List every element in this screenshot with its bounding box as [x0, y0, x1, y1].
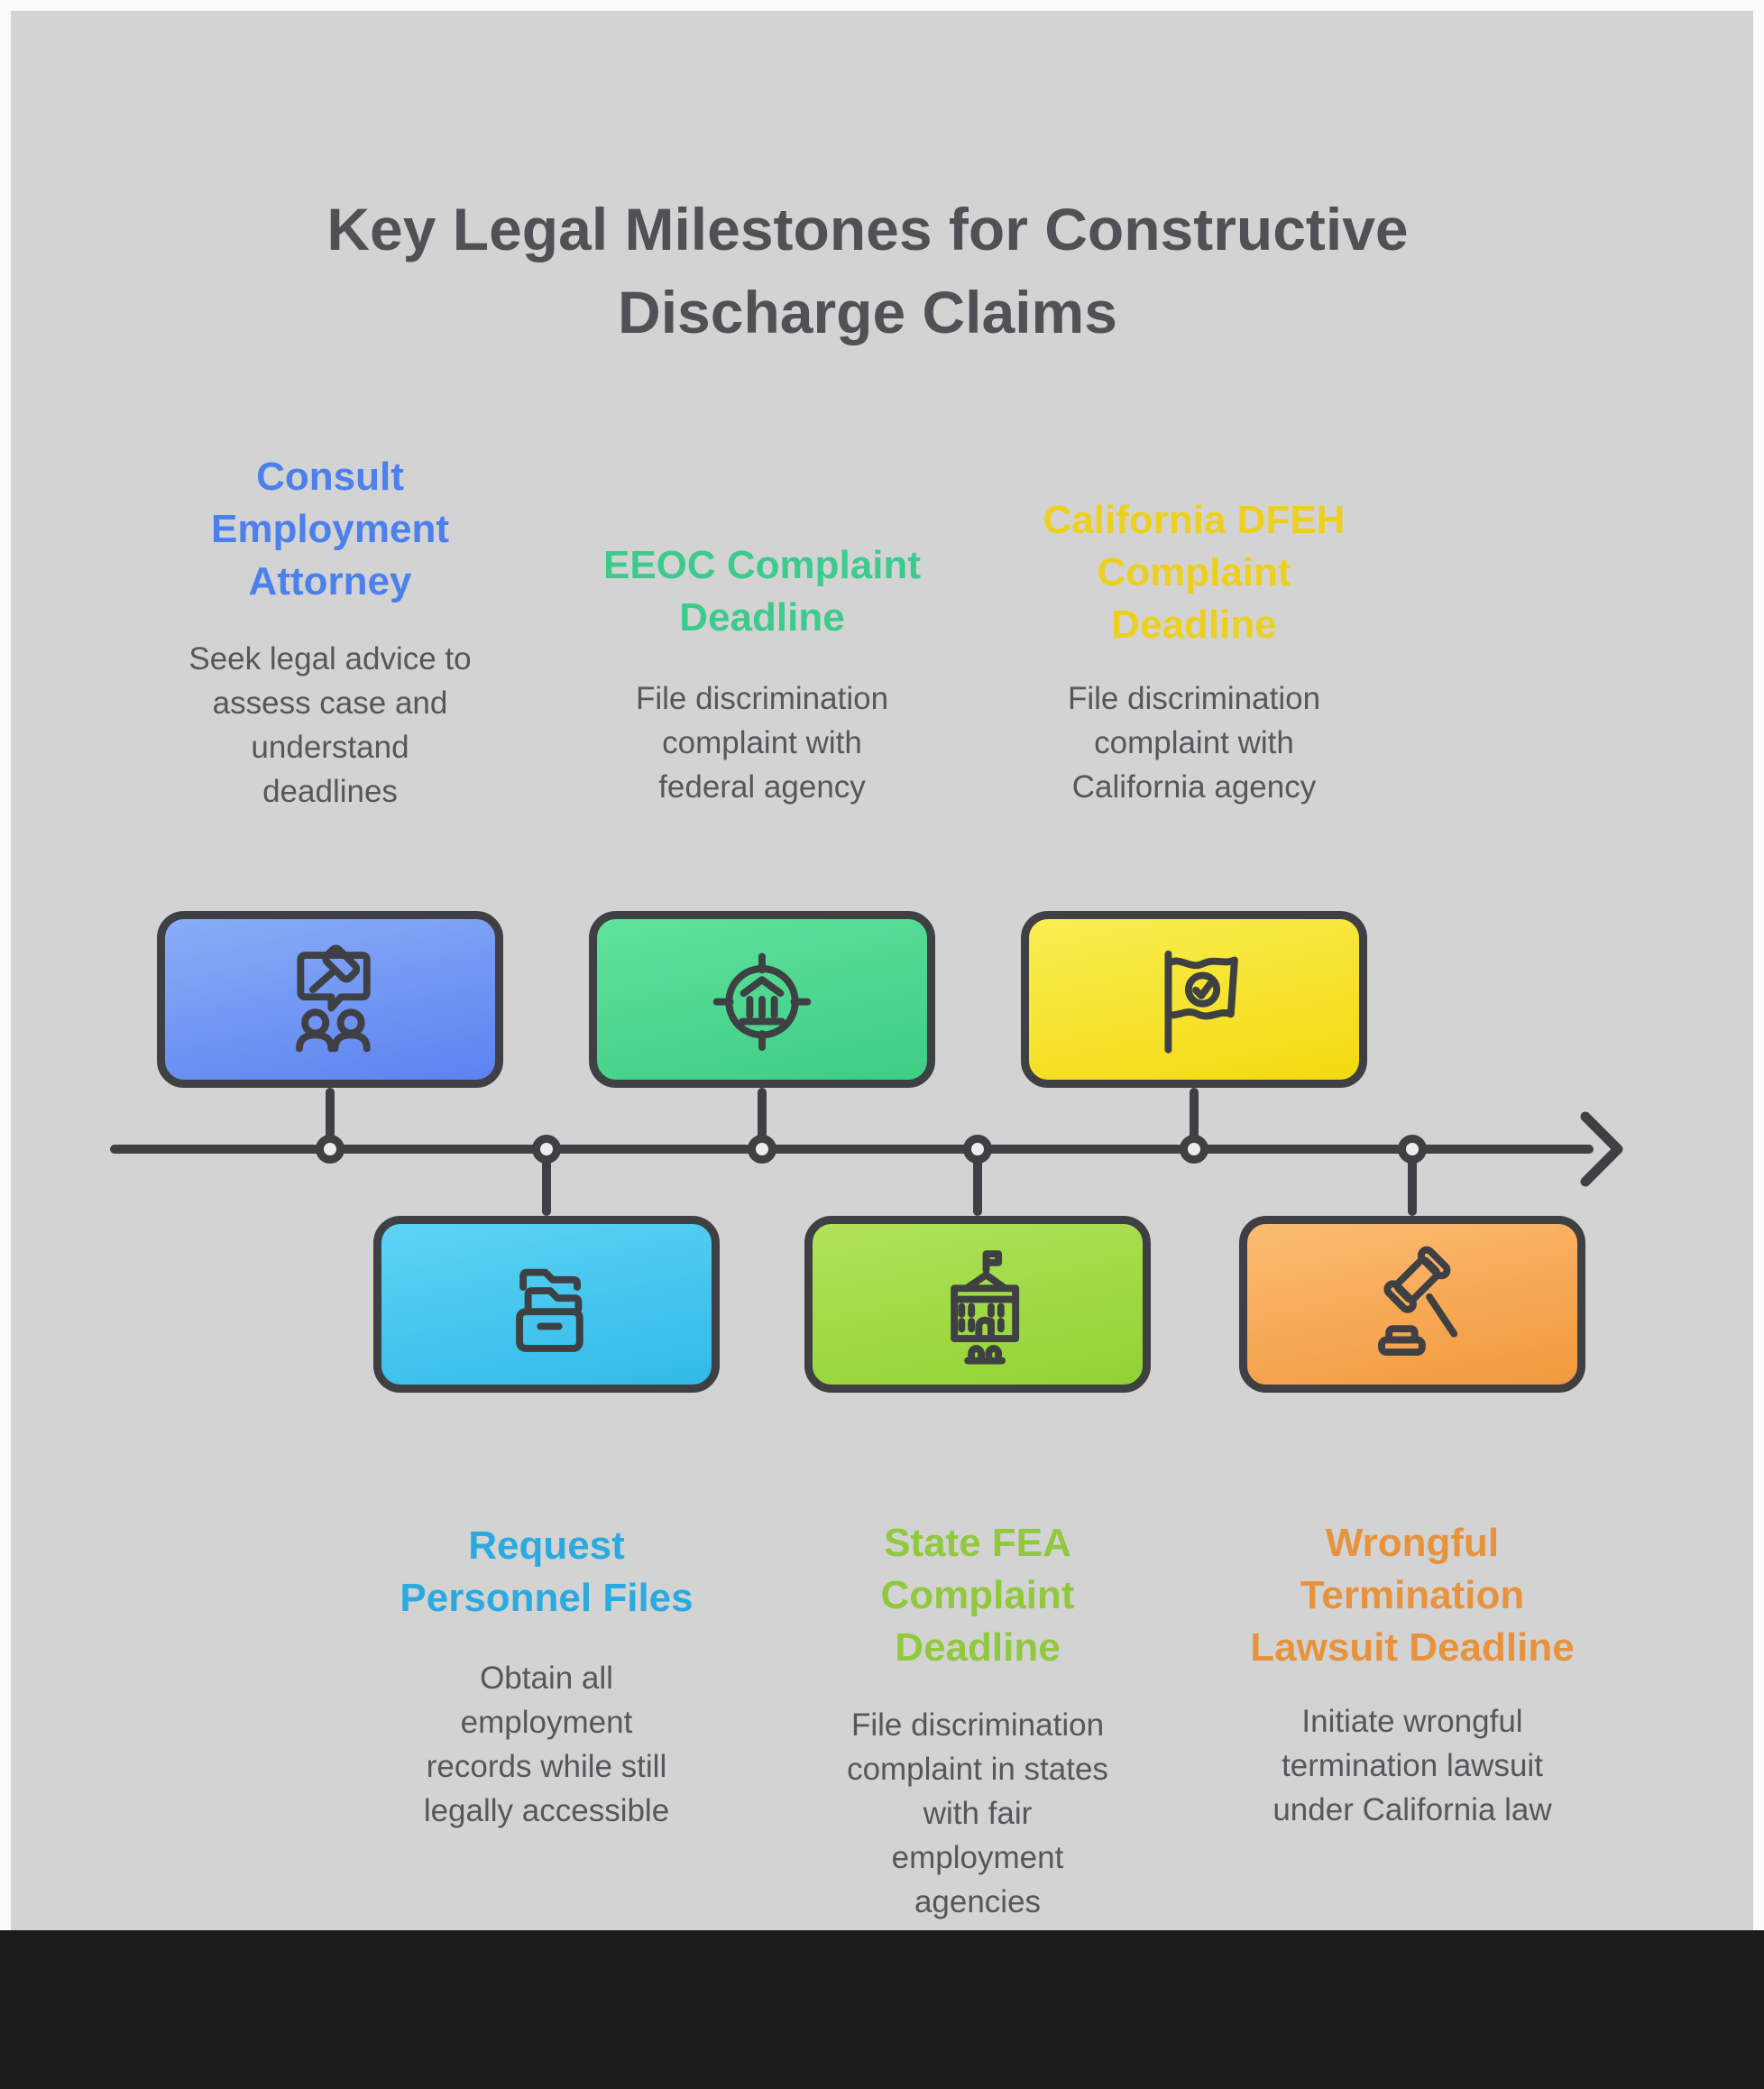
timeline-node	[963, 1135, 992, 1164]
milestone-5-heading: California DFEH Complaint Deadline	[1043, 498, 1346, 647]
milestone-4-heading: State FEA Complaint Deadline	[880, 1521, 1075, 1670]
timeline-node	[316, 1135, 345, 1164]
milestone-3-description: File discrimination complaint with feder…	[635, 681, 889, 805]
timeline-arrowhead-icon	[1580, 1111, 1623, 1187]
connector-line	[1408, 1149, 1417, 1216]
lawsuit-gavel-icon	[1378, 1246, 1458, 1356]
timeline-node	[748, 1135, 776, 1164]
milestone-4-icon-card	[804, 1216, 1151, 1393]
timeline-node	[1398, 1135, 1427, 1164]
state-agency-building-icon	[951, 1250, 1020, 1365]
milestone-6-description: Initiate wrongful termination lawsuit un…	[1272, 1704, 1552, 1827]
connector-line	[973, 1149, 982, 1216]
connector-line	[326, 1088, 335, 1149]
connector-line	[1190, 1088, 1199, 1149]
milestone-5-icon-card	[1021, 911, 1367, 1088]
connector-line	[542, 1149, 551, 1216]
attorney-consultation-icon	[296, 944, 371, 1053]
milestone-4-description: File discrimination complaint in states …	[847, 1707, 1108, 1919]
milestone-6-heading: Wrongful Termination Lawsuit Deadline	[1250, 1521, 1575, 1670]
milestone-3-icon-card	[589, 911, 935, 1088]
connector-line	[758, 1088, 767, 1149]
milestone-1-heading: Consult Employment Attorney	[210, 455, 450, 603]
california-flag-check-icon	[1164, 950, 1238, 1054]
milestone-2-heading: Request Personnel Files	[400, 1523, 694, 1620]
milestone-6-icon-card	[1239, 1216, 1585, 1393]
footer-bar	[0, 1930, 1764, 2089]
milestone-3-heading: EEOC Complaint Deadline	[602, 543, 922, 640]
milestone-2-description: Obtain all employment records while stil…	[423, 1661, 670, 1828]
milestone-1-icon-card	[157, 911, 503, 1088]
milestone-2-icon-card	[373, 1216, 720, 1393]
milestone-1-description: Seek legal advice to assess case and und…	[188, 641, 472, 809]
timeline-node	[1180, 1135, 1208, 1164]
page-title: Key Legal Milestones for Constructive Di…	[326, 196, 1409, 345]
timeline-line	[110, 1145, 1594, 1154]
timeline-node	[532, 1135, 561, 1164]
personnel-files-icon	[516, 1268, 583, 1352]
milestone-5-description: File discrimination complaint with Calif…	[1067, 681, 1321, 805]
federal-agency-target-icon	[712, 952, 812, 1051]
